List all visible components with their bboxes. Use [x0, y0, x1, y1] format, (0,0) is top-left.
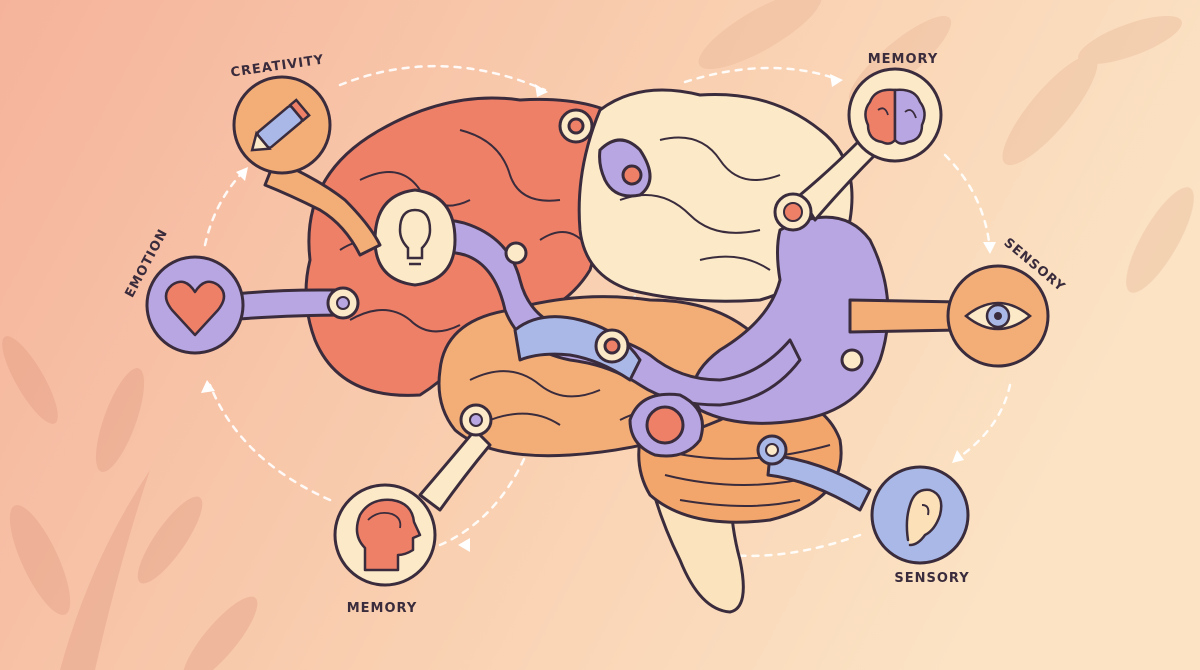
- connector-sensory-bottom: [766, 453, 872, 512]
- label-sensory-bottom: SENSORY: [894, 571, 969, 586]
- node-emotion: EMOTION: [123, 226, 245, 355]
- connector-sensory-right: [848, 298, 962, 334]
- connector-creativity: [263, 158, 382, 257]
- leaf-shadow-decoration-right: [698, 0, 1194, 293]
- memory-bottom-link-dot: [469, 413, 483, 427]
- connector-memory-bottom: [418, 428, 492, 512]
- sensory-bottom-link-dot: [765, 443, 779, 457]
- occipital-lobe: [691, 215, 890, 425]
- inner-nodes: [504, 108, 864, 372]
- node-memory-bottom: MEMORY: [333, 483, 437, 616]
- pencil-icon: [250, 98, 311, 152]
- label-memory-bottom: MEMORY: [347, 601, 418, 616]
- memory-top-link-dot: [783, 202, 803, 222]
- parietal-lobe-folds: [619, 136, 781, 271]
- emotion-link-dot: [336, 296, 350, 310]
- center-node: [373, 188, 457, 287]
- leaf-shadow-decoration: [2, 336, 258, 670]
- lavender-stream: [378, 218, 802, 407]
- node-sensory-bottom: SENSORY: [870, 465, 970, 586]
- heart-icon: [164, 280, 226, 337]
- ear-icon: [905, 488, 943, 547]
- brain-icon: [864, 88, 926, 145]
- node-memory-top: MEMORY: [847, 52, 943, 163]
- lightbulb-icon: [398, 208, 432, 266]
- label-memory-top: MEMORY: [868, 52, 939, 67]
- eye-icon: [964, 301, 1032, 331]
- head-brain-icon: [355, 498, 422, 572]
- pool-node: [645, 405, 685, 445]
